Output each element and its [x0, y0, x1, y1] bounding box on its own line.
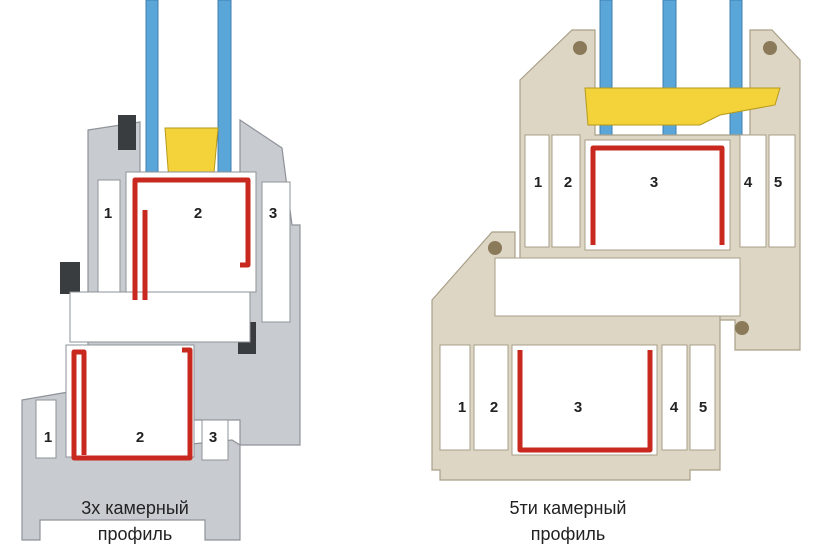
chamber: [661, 344, 688, 451]
chamber: [69, 291, 251, 343]
chamber: [439, 344, 471, 451]
chamber: [473, 344, 509, 451]
caption: профиль: [98, 524, 173, 544]
chamber-number: 2: [490, 399, 498, 416]
chamber: [511, 344, 658, 456]
chamber: [689, 344, 716, 451]
chamber: [261, 181, 291, 323]
chamber-number: 3: [574, 399, 582, 416]
glass-pane: [217, 0, 232, 196]
steel-reinforcement: [132, 177, 251, 300]
gasket: [60, 262, 80, 294]
gasket: [118, 115, 136, 150]
chamber-number: 2: [564, 174, 572, 191]
chamber: [524, 134, 550, 248]
gasket: [488, 241, 502, 255]
chamber-number: 5: [699, 399, 707, 416]
caption: 5ти камерный: [510, 498, 627, 518]
caption: профиль: [531, 524, 606, 544]
chamber: [494, 257, 741, 317]
chamber-number: 1: [104, 205, 112, 222]
gasket: [763, 41, 777, 55]
chamber-number: 5: [774, 174, 782, 191]
chamber-number: 3: [650, 174, 658, 191]
chamber-number: 1: [458, 399, 466, 416]
chamber: [97, 179, 121, 311]
chamber-number: 1: [534, 174, 542, 191]
chamber-number: 3: [209, 429, 217, 446]
chamber: [125, 171, 257, 293]
chamber-number: 2: [136, 429, 144, 446]
chamber-number: 4: [670, 399, 679, 416]
three-chamber-profile: 1 2 3 1 2 3 3х камерный профиль: [21, 0, 301, 544]
chamber-number: 3: [269, 205, 277, 222]
chamber: [584, 139, 731, 251]
chamber-number: 1: [44, 429, 52, 446]
chamber: [201, 419, 229, 461]
steel-reinforcement: [71, 347, 193, 461]
chamber: [65, 344, 195, 458]
chamber-number: 4: [744, 174, 753, 191]
gasket: [735, 321, 749, 335]
glass-pane: [145, 0, 159, 196]
steel-reinforcement: [590, 145, 725, 245]
caption: 3х камерный: [81, 498, 189, 518]
steel-reinforcement: [517, 350, 653, 453]
chamber: [551, 134, 581, 248]
five-chamber-profile: 1 2 3 4 5 1 2 3 4 5 5ти камерный профиль: [431, 0, 801, 544]
chamber: [739, 134, 767, 248]
chamber-number: 2: [194, 205, 202, 222]
glass-pane: [729, 0, 743, 136]
gasket: [573, 41, 587, 55]
chamber: [768, 134, 796, 248]
chamber: [35, 399, 57, 459]
glazing-spacer: [584, 87, 781, 126]
